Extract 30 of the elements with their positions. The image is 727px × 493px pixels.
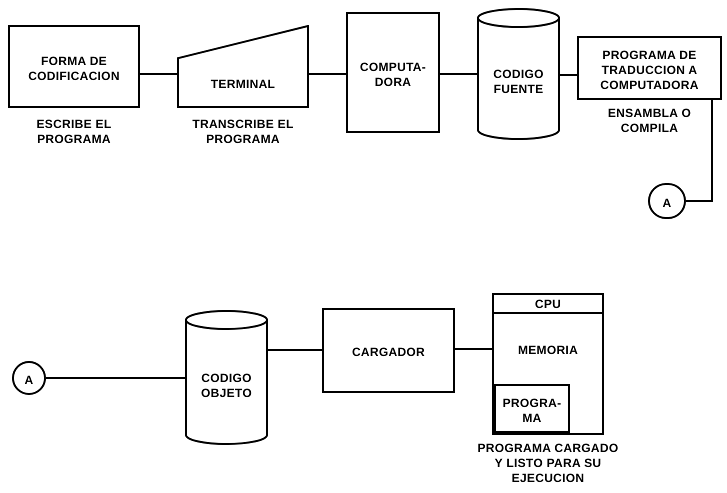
node-label: MEMORIA xyxy=(518,342,578,358)
connector-line xyxy=(140,73,177,75)
process-box xyxy=(322,308,455,393)
node-label: ENSAMBLA O COMPILA xyxy=(606,106,692,136)
node-label: TERMINAL xyxy=(210,76,276,92)
connector-line xyxy=(440,73,477,75)
node-label: ESCRIBE EL PROGRAMA xyxy=(35,117,112,147)
connector-line xyxy=(686,100,713,202)
node-label: PROGRAMA DE TRADUCCION A COMPUTADORA xyxy=(599,48,700,92)
connector-line xyxy=(309,73,346,75)
node-label: A xyxy=(24,372,34,388)
process-box xyxy=(8,25,140,108)
node-label: CPU xyxy=(534,297,562,312)
connector-line xyxy=(46,377,185,379)
process-box xyxy=(346,12,440,133)
node-label: TRANSCRIBE EL PROGRAMA xyxy=(191,117,295,147)
connector-line xyxy=(455,348,492,350)
process-box xyxy=(577,36,722,100)
node-label: PROGRA- MA xyxy=(502,396,562,426)
node-label: PROGRAMA CARGADO Y LISTO PARA SU EJECUCION xyxy=(476,441,620,486)
program-box xyxy=(494,384,570,433)
node-label: COMPUTA- DORA xyxy=(358,60,428,90)
computer-box xyxy=(492,293,604,435)
connector-line xyxy=(560,74,577,76)
node-label: FORMA DE CODIFICACION xyxy=(27,54,121,84)
node-label: CODIGO OBJETO xyxy=(200,370,253,400)
connector-line xyxy=(268,349,322,351)
node-label: CODIGO FUENTE xyxy=(492,67,545,97)
node-label: A xyxy=(662,196,672,210)
node-label: CARGADOR xyxy=(352,345,426,360)
